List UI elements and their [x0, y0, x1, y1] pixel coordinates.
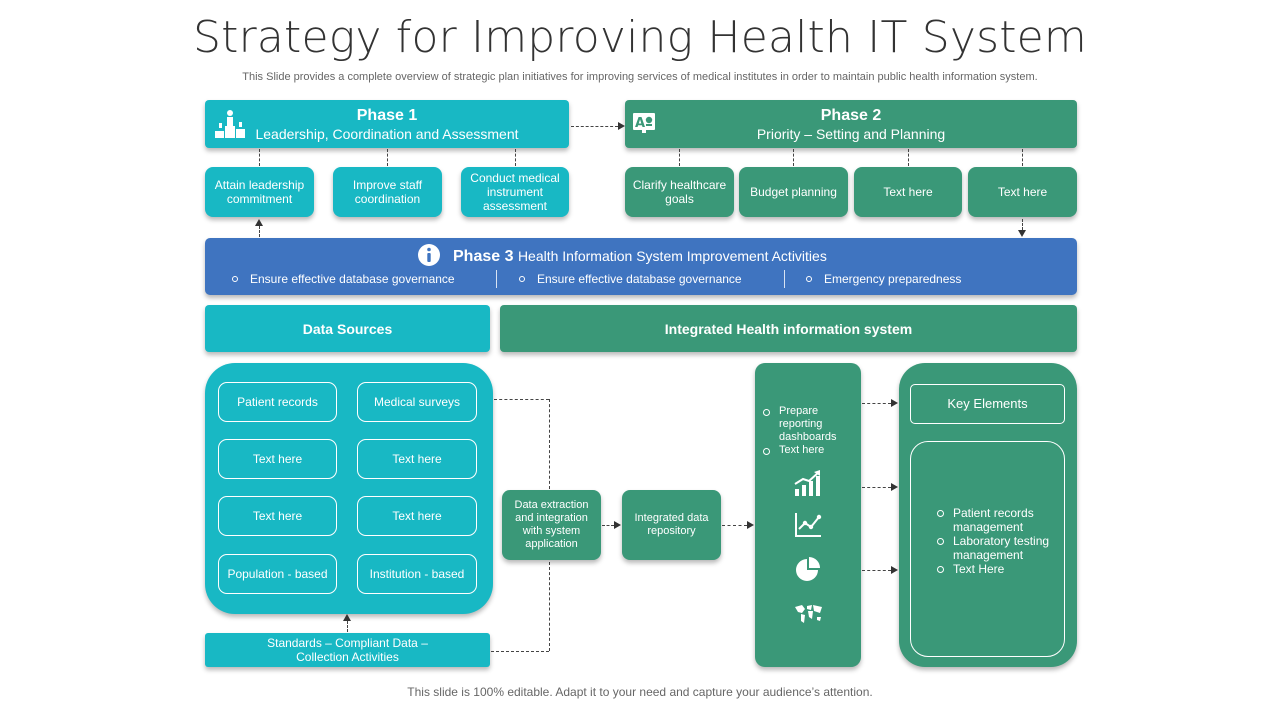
key-elements-title: Key Elements	[910, 384, 1065, 424]
phase2-header: A Phase 2 Priority – Setting and Plannin…	[625, 100, 1077, 148]
data-extraction-box: Data extraction and integration with sys…	[502, 490, 601, 560]
arrow-right-icon	[891, 399, 898, 407]
data-source-item: Text here	[218, 496, 337, 536]
connector	[1022, 149, 1023, 166]
divider	[496, 270, 497, 288]
key-element-item: Patient records management	[935, 506, 1055, 534]
phase2-item: Text here	[854, 167, 962, 217]
connector	[549, 399, 550, 489]
phase2-title: Phase 2	[820, 107, 882, 124]
slide-title: Strategy for Improving Health IT System	[192, 12, 1087, 63]
phase3-subtitle: Health Information System Improvement Ac…	[517, 248, 827, 264]
connector	[259, 226, 260, 237]
connector	[549, 562, 550, 651]
phase3-bullet: Emergency preparedness	[806, 272, 961, 286]
phase2-item: Budget planning	[739, 167, 848, 217]
world-map-icon	[792, 601, 824, 632]
data-sources-panel: Patient records Medical surveys Text her…	[205, 363, 493, 614]
podium-icon	[213, 108, 247, 145]
connector	[862, 570, 891, 571]
line-chart-icon	[793, 511, 823, 544]
pie-chart-icon	[793, 556, 823, 589]
connector	[862, 487, 891, 488]
phase1-title: Phase 1	[356, 107, 418, 124]
arrow-right-icon	[614, 521, 621, 529]
data-source-item: Population - based	[218, 554, 337, 594]
connector	[491, 651, 549, 652]
key-elements-panel: Key Elements Patient records management …	[899, 363, 1077, 667]
key-elements-box: Patient records management Laboratory te…	[910, 441, 1065, 657]
data-repository-box: Integrated data repository	[622, 490, 721, 560]
phase2-subtitle: Priority – Setting and Planning	[756, 126, 946, 142]
phase3-banner: Phase 3 Health Information System Improv…	[205, 238, 1077, 295]
data-source-item: Text here	[357, 496, 477, 536]
standards-box: Standards – Compliant Data – Collection …	[205, 633, 490, 667]
phase1-subtitle: Leadership, Coordination and Assessment	[255, 126, 519, 142]
info-icon	[417, 243, 441, 272]
phase2-item: Clarify healthcare goals	[625, 167, 734, 217]
connector	[722, 525, 747, 526]
slide-footer: This slide is 100% editable. Adapt it to…	[407, 685, 873, 699]
key-element-item: Text Here	[935, 562, 1055, 576]
phase3-title: Phase 3	[453, 248, 514, 265]
phase1-item: Conduct medical instrument assessment	[461, 167, 569, 217]
key-elements-list: Patient records management Laboratory te…	[935, 506, 1055, 576]
presentation-board-icon: A	[632, 112, 656, 139]
key-element-item: Laboratory testing management	[935, 534, 1055, 562]
data-source-item: Text here	[357, 439, 477, 479]
phase3-bullet: Ensure effective database governance	[519, 272, 742, 286]
connector	[793, 149, 794, 166]
connector	[515, 149, 516, 166]
slide-subtitle: This Slide provides a complete overview …	[242, 71, 1038, 83]
data-source-item: Institution - based	[357, 554, 477, 594]
arrow-up-icon	[343, 614, 351, 621]
phase1-item: Attain leadership commitment	[205, 167, 314, 217]
phase3-bullet: Ensure effective database governance	[232, 272, 455, 286]
arrow-right-icon	[618, 122, 625, 130]
connector	[494, 399, 549, 400]
connector	[259, 149, 260, 166]
divider	[784, 270, 785, 288]
arrow-up-icon	[255, 219, 263, 226]
arrow-right-icon	[891, 483, 898, 491]
phase3-heading: Phase 3 Health Information System Improv…	[453, 248, 827, 266]
arrow-right-icon	[891, 566, 898, 574]
reporting-list: Prepare reporting dashboards Text here	[761, 405, 857, 457]
svg-text:A: A	[635, 116, 645, 131]
data-source-item: Medical surveys	[357, 382, 477, 422]
arrow-down-icon	[1018, 230, 1026, 237]
connector	[347, 621, 348, 632]
phase2-item: Text here	[968, 167, 1077, 217]
data-sources-header: Data Sources	[205, 305, 490, 352]
reporting-bullet: Text here	[761, 444, 857, 457]
reporting-bullet: Prepare reporting dashboards	[761, 405, 857, 444]
reporting-panel: Prepare reporting dashboards Text here	[755, 363, 861, 667]
connector	[602, 525, 614, 526]
data-source-item: Patient records	[218, 382, 337, 422]
data-source-item: Text here	[218, 439, 337, 479]
arrow-right-icon	[747, 521, 754, 529]
connector	[679, 149, 680, 166]
phase1-item: Improve staff coordination	[333, 167, 442, 217]
bar-chart-growth-icon	[793, 469, 823, 502]
connector	[387, 149, 388, 166]
integrated-system-header: Integrated Health information system	[500, 305, 1077, 352]
connector	[862, 403, 891, 404]
connector	[908, 149, 909, 166]
connector	[1022, 219, 1023, 230]
connector	[571, 126, 618, 127]
phase1-header: Phase 1 Leadership, Coordination and Ass…	[205, 100, 569, 148]
